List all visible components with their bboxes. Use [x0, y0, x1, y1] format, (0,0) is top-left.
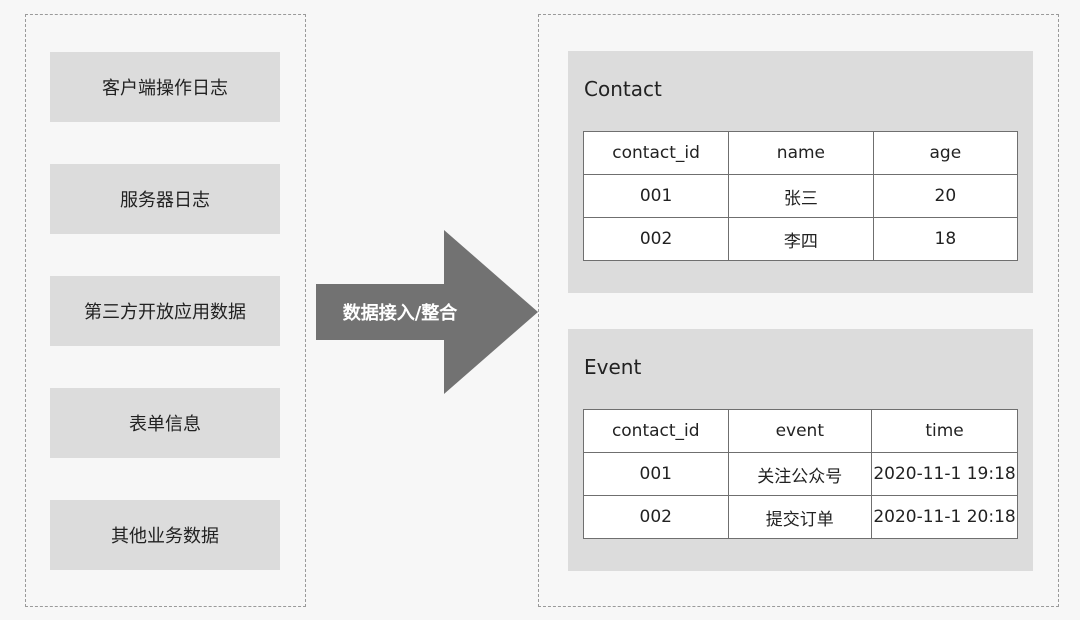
source-label: 表单信息: [129, 414, 201, 435]
table-cell: 李四: [728, 217, 874, 261]
table-row: 001 张三 20: [582, 174, 1019, 218]
contact-entity-title: Contact: [584, 77, 662, 101]
column-header: contact_id: [583, 409, 729, 453]
table-cell: 001: [583, 452, 729, 496]
event-table: contact_id event time 001 关注公众号 2020-11-…: [583, 409, 1018, 539]
source-box-other-business-data: 其他业务数据: [50, 500, 280, 570]
table-cell: 20: [872, 174, 1019, 218]
table-cell: 张三: [728, 174, 874, 218]
source-label: 服务器日志: [120, 190, 210, 211]
contact-entity-box: Contact contact_id name age 001 张三 20 00…: [568, 51, 1033, 293]
source-label: 客户端操作日志: [102, 78, 228, 99]
table-header-row: contact_id event time: [583, 409, 1018, 453]
arrow-shape-icon: [316, 230, 538, 394]
source-box-third-party-data: 第三方开放应用数据: [50, 276, 280, 346]
table-row: 002 李四 18: [582, 217, 1019, 261]
source-box-client-log: 客户端操作日志: [50, 52, 280, 122]
table-cell: 002: [582, 217, 730, 261]
source-box-form-info: 表单信息: [50, 388, 280, 458]
contact-table: contact_id name age 001 张三 20 002 李四 18: [582, 131, 1019, 261]
event-entity-title: Event: [584, 355, 642, 379]
table-cell: 关注公众号: [727, 452, 873, 496]
table-cell: 002: [583, 495, 729, 539]
source-box-server-log: 服务器日志: [50, 164, 280, 234]
table-row: 002 提交订单 2020-11-1 20:18: [583, 495, 1018, 539]
source-label: 其他业务数据: [111, 526, 219, 547]
column-header: name: [728, 131, 874, 175]
column-header: event: [727, 409, 873, 453]
table-header-row: contact_id name age: [582, 131, 1019, 175]
unified-model-panel: [538, 14, 1059, 607]
column-header: contact_id: [582, 131, 730, 175]
table-cell: 提交订单: [727, 495, 873, 539]
table-cell: 2020-11-1 19:18: [871, 452, 1018, 496]
event-entity-box: Event contact_id event time 001 关注公众号 20…: [568, 329, 1033, 571]
source-label: 第三方开放应用数据: [84, 302, 246, 323]
table-cell: 18: [872, 217, 1019, 261]
data-sources-panel: [25, 14, 306, 607]
column-header: age: [872, 131, 1019, 175]
table-cell: 2020-11-1 20:18: [871, 495, 1018, 539]
column-header: time: [871, 409, 1018, 453]
table-row: 001 关注公众号 2020-11-1 19:18: [583, 452, 1018, 496]
table-cell: 001: [582, 174, 730, 218]
arrow-label: 数据接入/整合: [342, 303, 458, 324]
